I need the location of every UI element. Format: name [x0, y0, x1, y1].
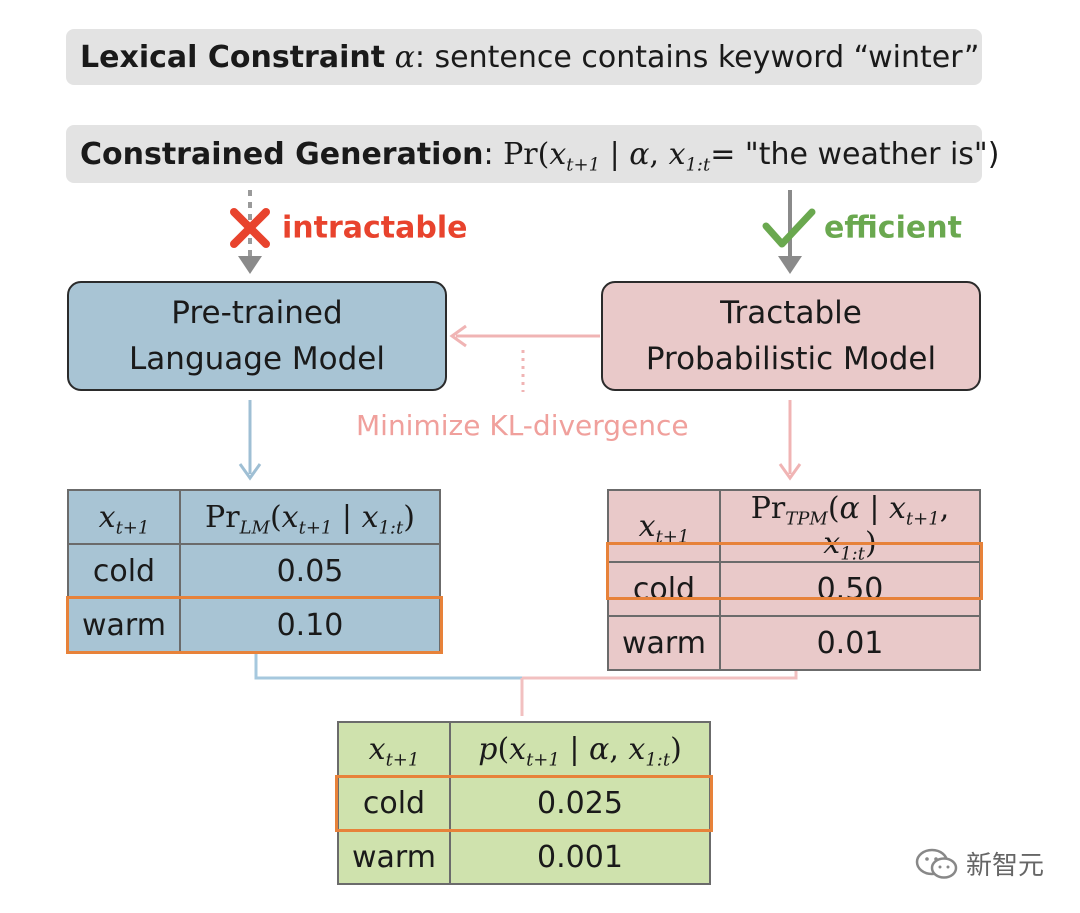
- lm-down-arrowhead: [238, 463, 262, 481]
- table-row: warm 0.001: [337, 829, 711, 885]
- result-token-warm: warm: [337, 829, 451, 885]
- lm-token-cold: cold: [67, 543, 181, 599]
- tpm-cold-highlight: [606, 542, 983, 600]
- tractable-model-line1: Tractable: [720, 295, 862, 331]
- table-row: warm 0.01: [607, 615, 981, 671]
- lm-merge-line: [254, 654, 522, 680]
- colon: :: [483, 136, 494, 172]
- result-cold-highlight: [335, 775, 713, 832]
- lm-header-prob: PrLM(xt+1 | x1:t): [179, 489, 441, 545]
- check-icon: [762, 208, 816, 248]
- table-row: cold 0.05: [67, 543, 441, 599]
- table-row: cold 0.025: [337, 775, 711, 831]
- wechat-icon: [915, 848, 958, 879]
- right-solid-arrowhead: [778, 256, 802, 274]
- lm-header-token: xt+1: [67, 489, 181, 545]
- cross-icon: [230, 208, 270, 248]
- lexical-constraint-bar: Lexical Constraint α: sentence contains …: [66, 29, 982, 85]
- tpm-header-prob: PrTPM(α | xt+1, x1:t): [719, 489, 981, 563]
- tpm-header-token: xt+1: [607, 489, 721, 563]
- lm-value-cold: 0.05: [179, 543, 441, 599]
- result-value-warm: 0.001: [449, 829, 711, 885]
- result-header-prob: p(xt+1 | α, x1:t): [449, 721, 711, 777]
- table-row: warm 0.10: [67, 597, 441, 653]
- constrained-generation-label: Constrained Generation: [80, 136, 484, 172]
- alpha-symbol: α: [394, 39, 415, 75]
- language-model-line1: Pre-trained: [171, 295, 343, 331]
- watermark-text: 新智元: [966, 851, 1045, 881]
- intractable-label: intractable: [282, 210, 468, 246]
- kl-divergence-label: Minimize KL-divergence: [356, 409, 689, 442]
- efficient-label: efficient: [824, 210, 962, 246]
- tpm-token-warm: warm: [607, 615, 721, 671]
- tpm-probability-table: xt+1 PrTPM(α | xt+1, x1:t) cold 0.50 war…: [607, 489, 981, 671]
- intractable-status: intractable: [228, 206, 468, 250]
- lm-value-warm: 0.10: [179, 597, 441, 653]
- result-header-token: xt+1: [337, 721, 451, 777]
- tpm-value-cold: 0.50: [719, 561, 981, 617]
- result-probability-table: xt+1 p(xt+1 | α, x1:t) cold 0.025 warm 0…: [337, 721, 711, 885]
- kl-arrowhead: [449, 324, 467, 348]
- left-dashed-arrowhead: [238, 256, 262, 274]
- watermark: 新智元: [914, 845, 1044, 882]
- lm-token-warm: warm: [67, 597, 181, 653]
- tpm-value-warm: 0.01: [719, 615, 981, 671]
- language-model-line2: Language Model: [129, 341, 385, 377]
- table-row: cold 0.50: [607, 561, 981, 617]
- tpm-down-arrowhead: [778, 463, 802, 481]
- lm-warm-highlight: [66, 596, 443, 654]
- efficient-status: efficient: [762, 206, 962, 250]
- constrained-generation-bar: Constrained Generation: Pr(xt+1 | α, x1:…: [66, 125, 999, 183]
- lexical-constraint-label: Lexical Constraint: [80, 39, 386, 75]
- lexical-constraint-text: : sentence contains keyword “winter”: [414, 39, 980, 75]
- generation-formula: Pr(xt+1 | α, x1:t: [503, 136, 711, 175]
- tractable-model-line2: Probabilistic Model: [645, 341, 937, 377]
- tpm-token-cold: cold: [607, 561, 721, 617]
- formula-tail: = "the weather is"): [710, 136, 1000, 172]
- result-token-cold: cold: [337, 775, 451, 831]
